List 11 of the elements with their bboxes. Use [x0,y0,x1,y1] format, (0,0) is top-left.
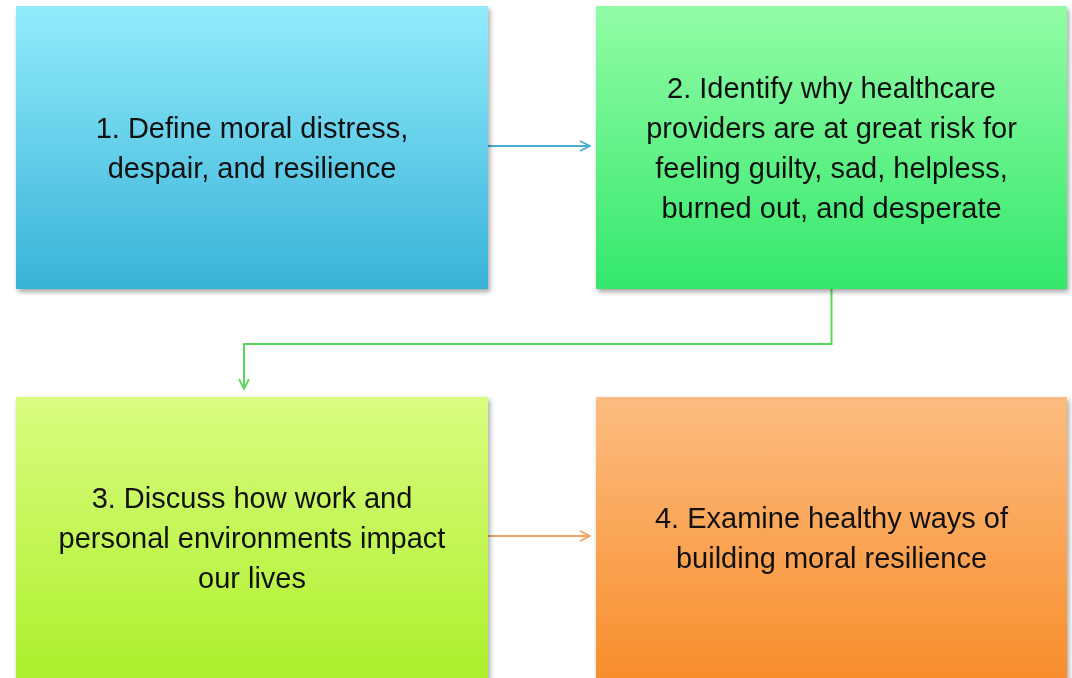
step-text: 3. Discuss how work and personal environments impact our lives [57,481,447,596]
process-box [16,6,488,289]
arrow [487,140,591,152]
step-text: 4. Examine healthy ways of building moral resilience [654,501,1009,576]
process-box [16,397,488,678]
process-box [596,397,1067,678]
arrow [238,288,833,390]
arrow [487,530,591,542]
step-text: 2. Identify why healthcare providers are at great risk for feeling guilty, sad, helpless, burned out, and desperate [645,70,1018,226]
step-text: 1. Define moral distress, despair, and resilience [94,110,410,186]
process-box [596,6,1067,289]
